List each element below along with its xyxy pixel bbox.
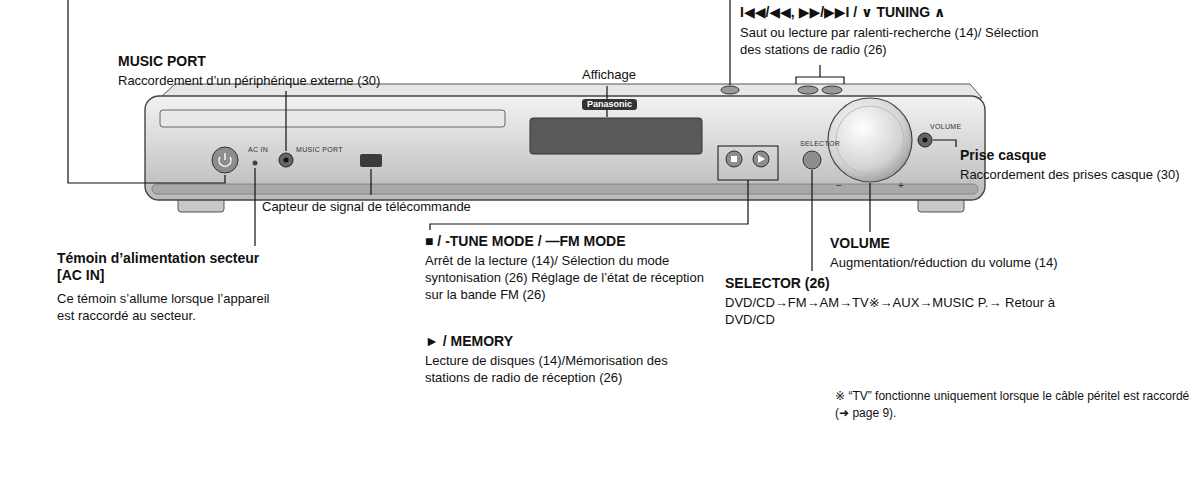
play-symbol bbox=[758, 155, 765, 163]
open-close-button bbox=[721, 86, 739, 94]
leader-lines bbox=[68, 0, 956, 271]
device-marking: AC IN bbox=[248, 146, 268, 154]
button-bracket bbox=[718, 146, 778, 180]
jack-hole bbox=[284, 158, 289, 163]
leader-line bbox=[370, 169, 371, 195]
skip-back-button bbox=[798, 86, 818, 94]
display-window bbox=[530, 118, 702, 154]
part-name: Prise casque bbox=[960, 147, 1046, 164]
leader-line bbox=[811, 170, 812, 271]
part-name: ■ / -TUNE MODE / —FM MODE bbox=[425, 233, 626, 250]
headphone-jack bbox=[918, 133, 932, 147]
part-name: ► / MEMORY bbox=[425, 333, 513, 350]
leader-line bbox=[729, 0, 730, 85]
leader-line bbox=[254, 168, 255, 246]
part-name: I◀◀/◀◀, ▶▶/▶▶I / ∨ TUNING ∧ bbox=[740, 4, 945, 21]
remote-sensor bbox=[360, 154, 382, 167]
leader-line bbox=[68, 0, 225, 183]
part-description: Lecture de disques (14)/Mémorisation des… bbox=[425, 352, 715, 386]
part-description: Ce témoin s’allume lorsque l’appareil es… bbox=[57, 290, 282, 324]
volume-knob bbox=[828, 98, 912, 182]
jack-hole bbox=[923, 138, 928, 143]
leader-line bbox=[869, 183, 870, 232]
leader-line bbox=[430, 180, 748, 230]
selector-button bbox=[803, 151, 821, 169]
device-marking: VOLUME bbox=[930, 123, 961, 131]
part-name: Capteur de signal de télécommande bbox=[262, 198, 471, 215]
leader-bracket bbox=[796, 65, 844, 84]
play-button bbox=[753, 151, 769, 167]
leader-line bbox=[285, 91, 286, 151]
device-body bbox=[145, 96, 985, 200]
disc-tray bbox=[160, 110, 505, 127]
footnote: ※ “TV” fonctionne uniquement lorsque le … bbox=[835, 388, 1190, 422]
music-port-jack bbox=[279, 153, 293, 167]
power-button bbox=[212, 147, 238, 173]
ac-in-indicator bbox=[253, 161, 258, 166]
part-description: Saut ou lecture par ralenti-recherche (1… bbox=[740, 24, 1040, 58]
leader-line bbox=[933, 140, 956, 147]
part-name: VOLUME bbox=[830, 235, 890, 252]
stop-button bbox=[726, 151, 742, 167]
part-name: Témoin d’alimentation secteur [AC IN] bbox=[57, 250, 282, 284]
skip-forward-button bbox=[822, 86, 842, 94]
part-name: MUSIC PORT bbox=[118, 53, 206, 70]
selector-sequence: DVD/CD→FM→AM→TV※→AUX→MUSIC P.→ Retour à … bbox=[725, 294, 1080, 328]
part-name: SELECTOR (26) bbox=[725, 275, 830, 292]
device-marking: MUSIC PORT bbox=[296, 146, 343, 154]
knob-ring bbox=[836, 106, 904, 174]
device-marking: − bbox=[836, 181, 842, 191]
device-marking: SELECTOR bbox=[800, 140, 840, 148]
part-description: Raccordement des prises casque (30) bbox=[960, 166, 1190, 183]
device-marking: + bbox=[898, 181, 904, 191]
part-description: Augmentation/réduction du volume (14) bbox=[830, 254, 1160, 271]
part-name: Affichage bbox=[582, 66, 636, 83]
power-symbol bbox=[219, 153, 231, 166]
brand-logo: Panasonic bbox=[582, 99, 637, 110]
stop-symbol bbox=[731, 156, 737, 162]
part-description: Raccordement d’un périphérique externe (… bbox=[118, 72, 428, 89]
part-description: Arrêt de la lecture (14)/ Sélection du m… bbox=[425, 252, 715, 303]
bottom-strip bbox=[152, 184, 978, 194]
